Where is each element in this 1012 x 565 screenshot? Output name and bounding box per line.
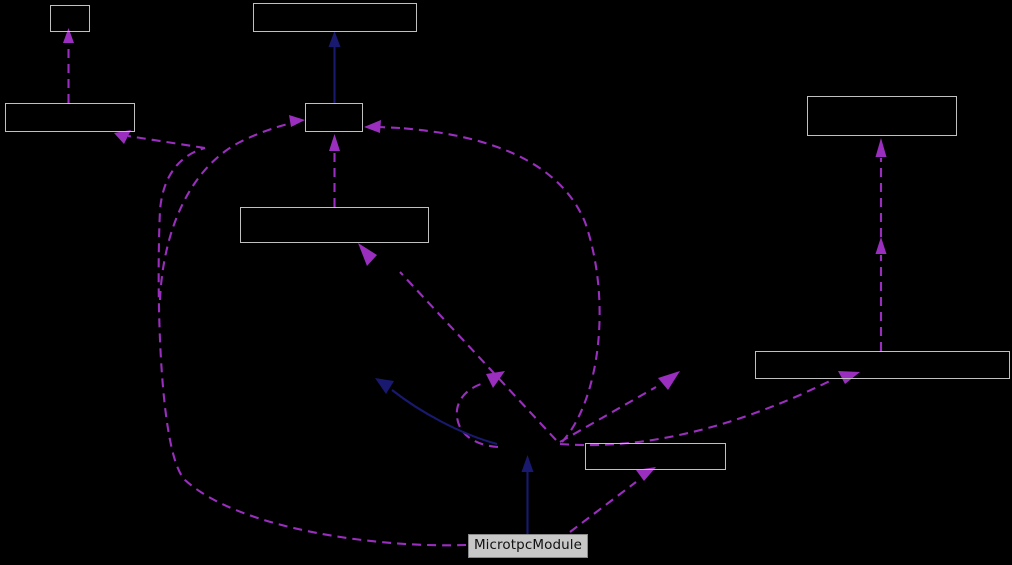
class-node-n5[interactable] (807, 96, 957, 136)
edge-microtpcmodule-to-n8 (569, 467, 656, 533)
class-node-n2[interactable] (253, 3, 417, 32)
edge-microtpcmodule-self-hook (455, 371, 505, 449)
edge-inherit-microtpcmodule-stub (521, 455, 534, 534)
arrowhead (289, 115, 305, 127)
edge-inherit-n4-to-n2 (328, 31, 341, 103)
edge-n3-to-n1 (63, 28, 74, 103)
arrowhead (875, 138, 887, 157)
class-node-n1[interactable] (50, 5, 90, 32)
edge-microtpcmodule-to-n4-right (364, 120, 601, 443)
class-node-n8[interactable] (585, 443, 726, 470)
edge-lower-to-n4-left (158, 115, 305, 301)
edge-n7-to-n5 (875, 138, 887, 351)
arrowhead (658, 371, 680, 390)
edge-inherit-microtpcmodule-diagonal (375, 378, 498, 446)
edge-microtpcmodule-to-n7 (559, 371, 860, 447)
arrowhead (375, 378, 394, 394)
edge-n6-to-n4 (329, 134, 340, 207)
edge-microtpcmodule-to-n6 (358, 243, 557, 441)
class-node-n6[interactable] (240, 207, 429, 243)
arrowhead (114, 130, 131, 144)
arrowhead (636, 467, 656, 481)
arrowhead (364, 120, 381, 133)
class-node-n3[interactable] (5, 103, 135, 132)
class-node-n4[interactable] (305, 103, 363, 132)
arrowhead (329, 134, 340, 151)
arrowhead (521, 455, 534, 472)
edge-microtpcmodule-to-n3 (114, 130, 467, 547)
arrowhead (875, 237, 887, 254)
arrowhead (63, 28, 74, 43)
class-node-microtpcmodule[interactable]: MicrotpcModule (468, 534, 588, 558)
edge-microtpcmodule-upright (559, 371, 680, 443)
arrowhead (328, 31, 341, 47)
class-node-n7[interactable] (755, 351, 1010, 379)
arrowhead (838, 371, 860, 384)
arrowhead (358, 243, 377, 266)
arrowhead (486, 371, 505, 388)
class-node-label: MicrotpcModule (473, 537, 583, 554)
